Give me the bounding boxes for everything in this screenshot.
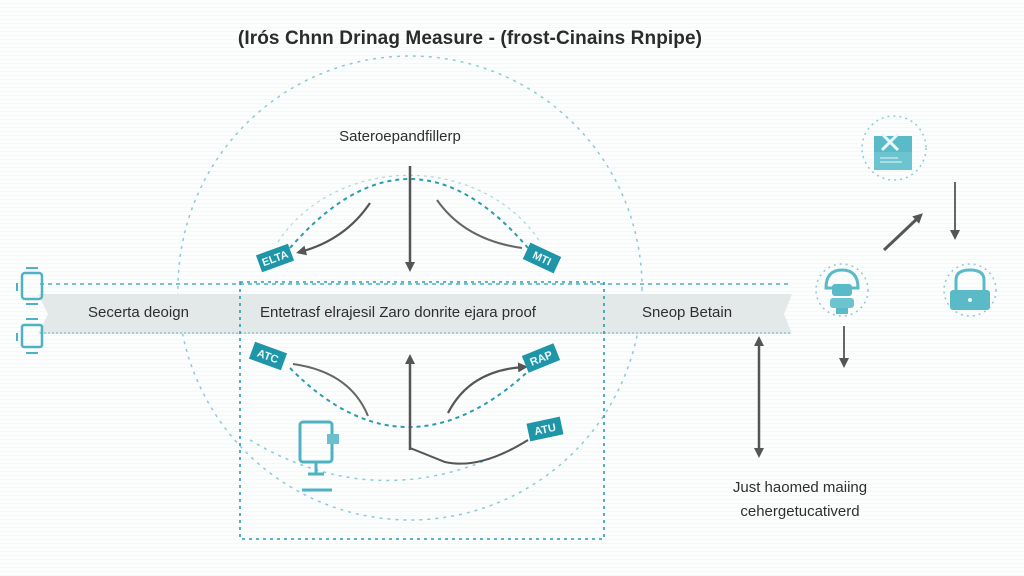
- device-icon: [16, 318, 44, 354]
- diagram-title: (Irós Chnn Drinag Measure - (frost-Cinai…: [237, 28, 703, 49]
- note-text: Just haomed maiing cehergetucativerd: [690, 476, 910, 524]
- curve-bottom: [409, 439, 529, 465]
- tag-bottom-right: ATU: [526, 416, 564, 442]
- arrow-curve-lower-right: [447, 362, 528, 414]
- upper-dashed-arc: [289, 178, 529, 249]
- lower-dashed-arc: [289, 359, 541, 428]
- band-left-label: Secerta deoign: [88, 304, 189, 321]
- tag-bottom-right-label: ATU: [533, 422, 557, 438]
- note-line-2: cehergetucativerd: [740, 503, 860, 520]
- curve-lower-left: [292, 363, 369, 417]
- tag-upper-left: ELTA: [255, 243, 295, 273]
- outer-dashed-circle: [177, 55, 643, 521]
- arrow-diagonal-up: [882, 213, 923, 252]
- helmet-icon: [815, 263, 869, 317]
- tag-lower-left: ATC: [248, 341, 288, 371]
- inner-faint-arc: [277, 174, 541, 243]
- tag-upper-right: MTI: [522, 242, 562, 274]
- tag-lower-right: RAP: [521, 343, 561, 373]
- band-center-label: Entetrasf elrajesil Zaro donrite ejara p…: [260, 304, 536, 321]
- lock-icon: [943, 263, 997, 317]
- band-right-label: Sneop Betain: [642, 304, 733, 321]
- note-line-1: Just haomed maiing: [732, 479, 868, 496]
- arrow-curve-upper-left: [296, 202, 371, 256]
- monitor-icon: [298, 420, 339, 492]
- toolbox-icon: [861, 115, 927, 181]
- bottom-faint-arc: [249, 419, 561, 482]
- dashed-frame: [239, 281, 605, 540]
- curve-upper-right: [436, 199, 523, 249]
- device-icon: [16, 267, 44, 305]
- top-node-label: Sateroepandfillerp: [339, 128, 461, 145]
